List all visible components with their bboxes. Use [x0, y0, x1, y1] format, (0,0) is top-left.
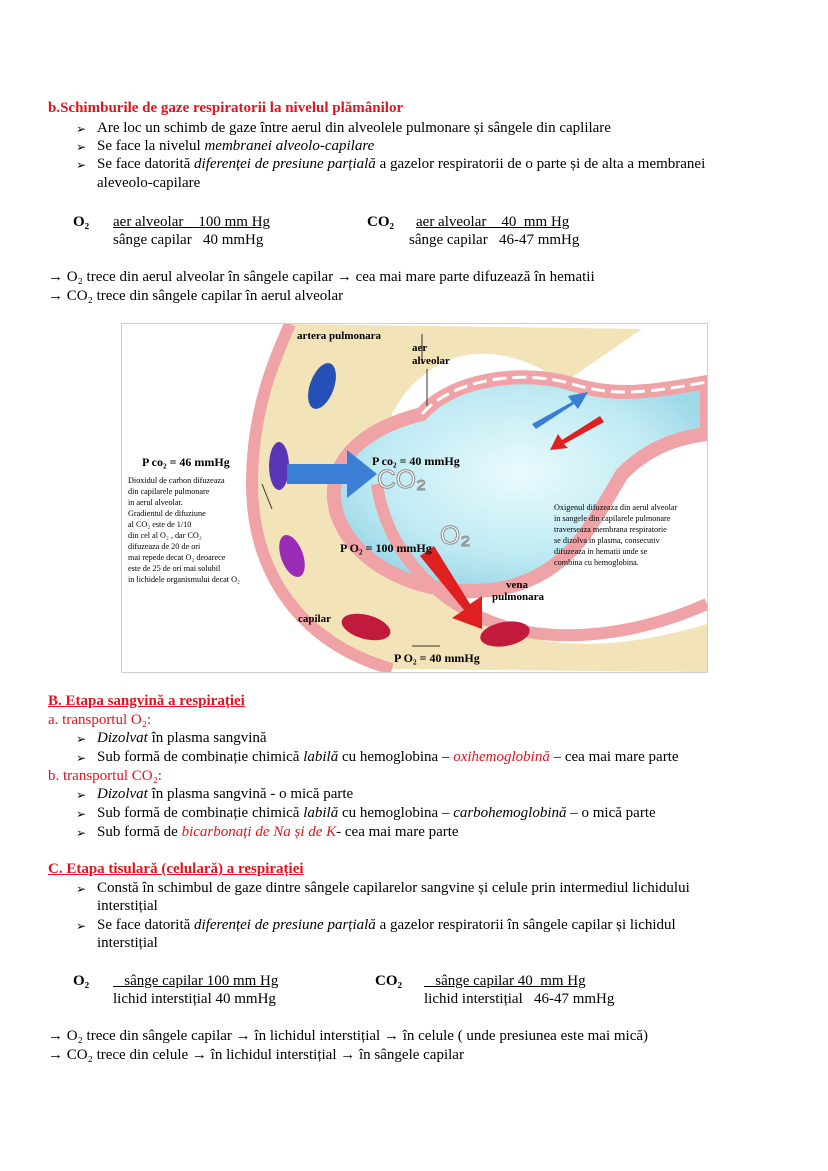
bullet-text: Sub formă de bicarbonați de Na și de K- …	[97, 824, 459, 840]
blood-cell-red	[341, 613, 391, 641]
bullet-text: Constă în schimbul de gaze dintre sângel…	[97, 880, 690, 896]
bullet-arrow-icon: ➢	[76, 732, 87, 746]
capilar-label: capilar	[298, 613, 331, 625]
inhale-arrow	[550, 416, 604, 450]
exhale-arrow	[532, 392, 588, 429]
alveolus-wall-pattern	[420, 375, 707, 415]
alveolus	[326, 370, 707, 599]
section-B-title: B. Etapa sangvină a respirației	[48, 693, 245, 709]
transport-co2-heading: b. transportul CO₂:	[48, 768, 162, 784]
co2-diffusion-arrow	[287, 450, 377, 498]
bullet-arrow-icon: ➢	[76, 788, 87, 802]
co2-flow-text: → CO₂ trece din celule → în lichidul int…	[48, 1047, 464, 1063]
bullet-text: Se face la nivelul membranei alveolo-cap…	[97, 138, 375, 154]
co2-interstitial-pressure: lichid interstițial 46-47 mmHg	[424, 991, 615, 1007]
pco2-blood-label: P co₂ = 46 mmHg	[142, 455, 230, 469]
bullet-text: Sub formă de combinație chimică labilă c…	[97, 749, 679, 765]
artera-pulmonara-label: artera pulmonara	[297, 330, 382, 342]
bullet-arrow-icon: ➢	[76, 140, 87, 154]
o2-blood-pressure: sânge capilar 100 mm Hg	[113, 973, 279, 989]
bullet-text-continuation: interstițial	[97, 898, 158, 914]
alveolar-label: alveolar	[412, 355, 450, 367]
pco2-air-label: P co₂ = 40 mmHg	[372, 454, 460, 468]
transport-o2-heading: a. transportul O₂:	[48, 712, 152, 728]
aer-label: aer	[412, 342, 428, 354]
bullet-text: Dizolvat în plasma sangvină	[97, 730, 267, 746]
blood-cell-red	[480, 621, 530, 647]
o2-capillary-pressure: sânge capilar 40 mmHg	[113, 232, 264, 248]
o2-interstitial-pressure: lichid interstițial 40 mmHg	[113, 991, 276, 1007]
bullet-arrow-icon: ➢	[76, 882, 87, 896]
o2-flow-text: → O₂ trece din sângele capilar → în lich…	[48, 1028, 649, 1044]
o2-flow-text: → O₂ trece din aerul alveolar în sângele…	[48, 269, 595, 285]
blood-cell-violet	[279, 534, 305, 578]
vena-label: vena	[506, 579, 528, 591]
po2-blood-label: P O₂ = 40 mmHg	[394, 651, 480, 665]
pulmonara-label: pulmonara	[492, 591, 544, 603]
bullet-arrow-icon: ➢	[76, 122, 87, 136]
o2-alveolar-pressure: aer alveolar 100 mm Hg	[113, 214, 271, 230]
co2-blood-pressure: sânge capilar 40 mm Hg	[424, 973, 586, 989]
o2-diffusion-arrow	[420, 546, 482, 629]
bullet-arrow-icon: ➢	[76, 826, 87, 840]
bullet-text-continuation: interstițial	[97, 935, 158, 951]
section-b-title: b.Schimburile de gaze respiratorii la ni…	[48, 100, 404, 116]
bullet-text: Sub formă de combinație chimică labilă c…	[97, 805, 656, 821]
o2-description: Oxigenul difuzeaza din aerul alveolar in…	[554, 503, 678, 567]
co2-alveolar-pressure: aer alveolar 40 mm Hg	[416, 214, 570, 230]
alveolar-gas-exchange-diagram: artera pulmonara aer alveolar P co₂ = 46…	[121, 323, 708, 673]
po2-air-label: P O₂ = 100 mmHg	[340, 541, 432, 555]
bullet-text: Se face datorită diferenței de presiune …	[97, 156, 706, 172]
blood-cell-blue	[308, 363, 336, 409]
co2-symbol: CO₂	[376, 464, 427, 495]
diagram-graphic	[245, 324, 707, 672]
vein-wall	[371, 483, 707, 642]
section-C-title: C. Etapa tisulară (celulară) a respirați…	[48, 861, 304, 877]
bullet-text-continuation: aleveolo-capilare	[97, 175, 201, 191]
bullet-text: Dizolvat în plasma sangvină - o mică par…	[97, 786, 354, 802]
co2-label: CO₂	[367, 214, 394, 230]
bullet-arrow-icon: ➢	[76, 807, 87, 821]
bullet-arrow-icon: ➢	[76, 158, 87, 172]
capillary-wall-outer	[245, 324, 394, 672]
co2-capillary-pressure: sânge capilar 46-47 mmHg	[409, 232, 580, 248]
blood-cell-purple	[269, 442, 289, 490]
o2-label: O₂	[73, 973, 90, 989]
o2-symbol: O₂	[439, 520, 471, 551]
capillary-band	[252, 324, 707, 672]
bullet-arrow-icon: ➢	[76, 751, 87, 765]
co2-flow-text: → CO₂ trece din sângele capilar în aerul…	[48, 288, 344, 304]
bullet-text: Are loc un schimb de gaze între aerul di…	[97, 120, 611, 136]
co2-description: Dioxidul de carbon difuzeaza din capilar…	[128, 476, 240, 584]
flow-arrow	[261, 483, 273, 510]
o2-label: O₂	[73, 214, 90, 230]
bullet-text: Se face datorită diferenței de presiune …	[97, 917, 676, 933]
bullet-arrow-icon: ➢	[76, 919, 87, 933]
co2-label: CO₂	[375, 973, 402, 989]
